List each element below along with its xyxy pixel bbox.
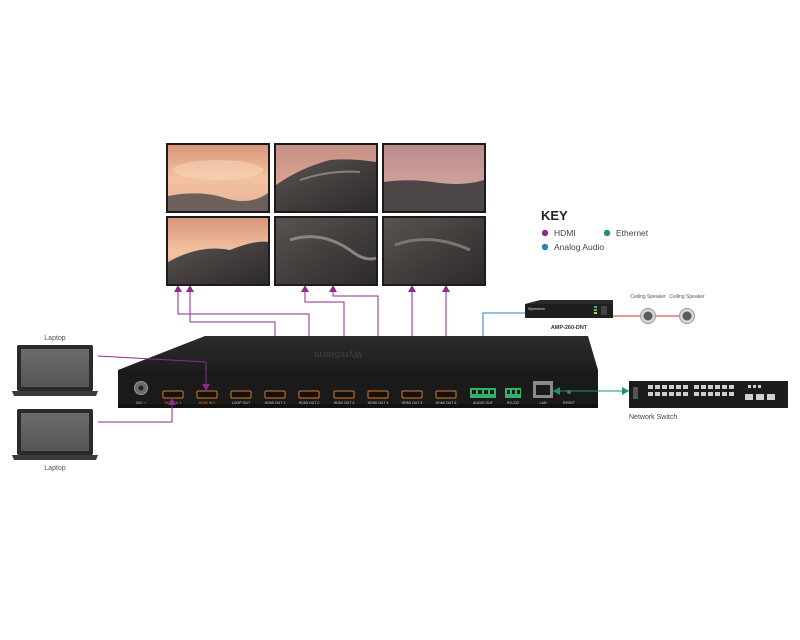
network-switch: Network Switch (629, 381, 788, 421)
hdmi-out-4-port: HDMI OUT 4 (367, 390, 389, 405)
ceiling-speaker-right: Ceiling Speaker (669, 294, 705, 324)
hdmi-arrowheads-wall (174, 285, 450, 292)
reset-label: RESET (563, 401, 576, 405)
ceiling-speaker-right-label: Ceiling Speaker (669, 294, 705, 300)
audio-out-label: AUDIO OUT (473, 401, 494, 405)
lan-port: LAN (533, 381, 553, 405)
display-panel-top-left (166, 143, 270, 213)
video-wall (166, 143, 486, 286)
audio-out-terminal: AUDIO OUT (470, 388, 496, 405)
display-panel-top-right (382, 143, 486, 213)
ceiling-speaker-left-label-line: Ceiling Speaker (630, 294, 666, 300)
hdmi-out-5-port: HDMI OUT 5 (401, 390, 423, 405)
dc-power-port: 20V ⎓ (134, 381, 148, 405)
hdmi-out-6-label: HDMI OUT 6 (436, 401, 457, 405)
rs232-terminal: RS-232 (505, 388, 521, 405)
dc-power-label: 20V ⎓ (136, 401, 146, 405)
laptop-top-label: Laptop (44, 335, 66, 342)
amplifier: Wyrestorm AMP-260-DNT (525, 300, 613, 331)
hdmi-out-1-label: HDMI OUT 1 (265, 401, 286, 405)
display-panel-bottom-middle (274, 216, 378, 286)
hdmi-out-6-port: HDMI OUT 6 (435, 390, 457, 405)
ceiling-speaker-right-label-line: Ceiling Speaker (669, 294, 705, 300)
display-panel-bottom-left (166, 216, 270, 286)
laptop-bottom-label: Laptop (44, 465, 66, 472)
legend-analog-audio-swatch (541, 243, 549, 251)
ceiling-speaker-left: Ceiling Speaker (630, 294, 666, 324)
hdmi-out-3-label: HDMI OUT 3 (334, 401, 355, 405)
hdmi-out-2-label: HDMI OUT 2 (299, 401, 320, 405)
hdmi-in-2-port: HDMI IN 2 (196, 390, 218, 405)
legend-hdmi-swatch (541, 229, 549, 237)
legend-analog-audio-label: Analog Audio (554, 242, 604, 252)
network-switch-label: Network Switch (629, 414, 677, 421)
hdmi-in-2-label: HDMI IN 2 (199, 401, 216, 405)
loop-out-port: LOOP OUT (230, 390, 252, 405)
hdmi-out-3-port: HDMI OUT 3 (333, 390, 355, 405)
display-panel-bottom-right (382, 216, 486, 286)
rs232-label: RS-232 (507, 401, 519, 405)
hdmi-out-4-label: HDMI OUT 4 (368, 401, 389, 405)
hdmi-cables-inputs (97, 355, 207, 423)
video-wall-processor: WyreStorm 20V ⎓ HDMI IN 1 HDMI IN 2 LOOP… (118, 336, 598, 408)
device-top-logo: WyreStorm (314, 350, 362, 360)
hdmi-out-2-port: HDMI OUT 2 (298, 390, 320, 405)
switch-port-bank (648, 385, 775, 400)
hdmi-out-1-port: HDMI OUT 1 (264, 390, 286, 405)
display-panel-top-middle (274, 143, 378, 213)
loop-out-label: LOOP OUT (232, 401, 251, 405)
hdmi-out-5-label: HDMI OUT 5 (402, 401, 423, 405)
amplifier-brand: Wyrestorm (528, 307, 545, 311)
ceiling-speaker-left-label: Ceiling Speaker (630, 294, 666, 300)
lan-label: LAN (540, 401, 547, 405)
amplifier-model-label: AMP-260-DNT (551, 325, 588, 331)
legend-ethernet-label: Ethernet (616, 228, 649, 238)
hdmi-arrowheads-inputs (168, 384, 210, 405)
legend-hdmi-label: HDMI (554, 228, 576, 238)
legend: KEY HDMI Ethernet Analog Audio (541, 208, 649, 252)
legend-ethernet-swatch (603, 229, 611, 237)
legend-title: KEY (541, 208, 568, 223)
laptop-bottom: Laptop (12, 409, 98, 472)
ethernet-cable (553, 387, 629, 395)
laptop-top: Laptop (12, 335, 98, 396)
